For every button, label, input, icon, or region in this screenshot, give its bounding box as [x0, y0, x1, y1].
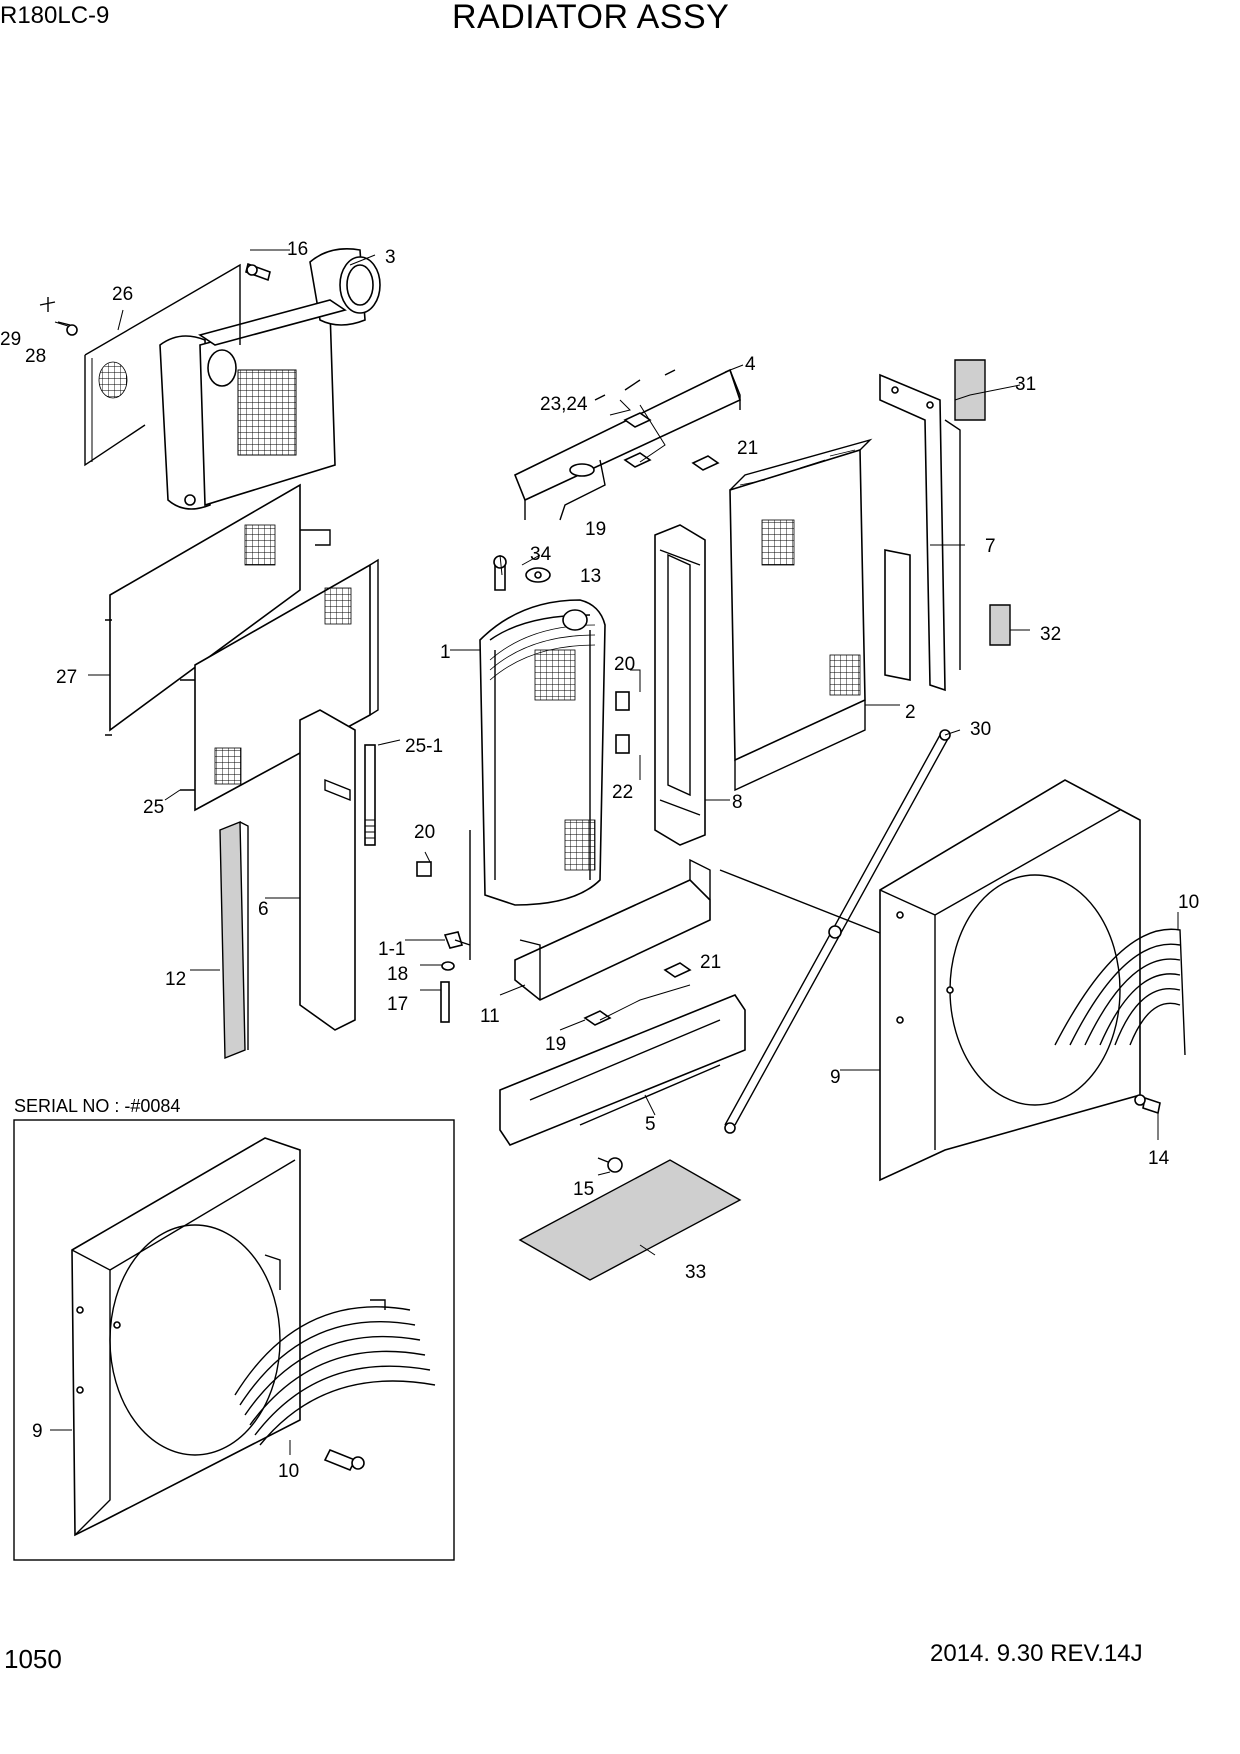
part-top-bracket-4 — [513, 368, 741, 521]
callout-27: 27 — [56, 667, 77, 688]
callout-19a: 19 — [585, 519, 606, 540]
part-fan-guard — [1054, 928, 1186, 1056]
cap-13 — [525, 567, 551, 583]
callout-32: 32 — [1040, 624, 1061, 645]
callout-14: 14 — [1148, 1148, 1170, 1169]
callout-20a: 20 — [614, 654, 635, 675]
part-tray-11 — [514, 858, 711, 1001]
callout-18: 18 — [387, 964, 408, 985]
callout-30: 30 — [970, 719, 991, 740]
callout-16: 16 — [287, 239, 308, 260]
page-title: RADIATOR ASSY — [452, 0, 730, 36]
bolt-34 — [493, 555, 507, 591]
callout-11: 11 — [480, 1006, 500, 1027]
callout-10: 10 — [1178, 892, 1199, 913]
callout-3: 3 — [385, 247, 396, 268]
model-name: R180LC-9 — [0, 2, 110, 29]
callout-20b: 20 — [414, 822, 435, 843]
callout-1: 1 — [440, 642, 451, 663]
callout-23-24: 23,24 — [540, 394, 588, 415]
part-bracket-7 — [879, 373, 961, 692]
callout-22: 22 — [612, 782, 633, 803]
part-plate-33 — [518, 1159, 742, 1281]
callout-2: 2 — [905, 702, 916, 723]
bolt-14 — [1134, 1094, 1161, 1115]
part-intercooler — [159, 248, 381, 510]
part-side-frame-8 — [654, 524, 706, 846]
page-number: 1050 — [4, 1644, 62, 1674]
part-bracket-6 — [299, 709, 356, 1031]
leader-lines — [54, 249, 1179, 1256]
callout-12: 12 — [165, 969, 186, 990]
callout-4: 4 — [745, 354, 756, 375]
callout-13: 13 — [580, 566, 601, 587]
pads-31-32 — [954, 359, 1011, 646]
inset-frame — [13, 1119, 455, 1561]
part-seal-12 — [219, 820, 249, 1060]
callout-26: 26 — [112, 284, 133, 305]
callout-8: 8 — [732, 792, 743, 813]
inset-callout-10: 10 — [278, 1461, 299, 1482]
callout-29: 29 — [0, 329, 21, 350]
callout-25: 25 — [143, 797, 164, 818]
callout-1-1: 1-1 — [378, 939, 405, 960]
fastener-28-29 — [39, 297, 78, 336]
callout-21b: 21 — [700, 952, 721, 973]
part-upper-screen — [84, 263, 241, 467]
callout-17: 17 — [387, 994, 408, 1015]
part-rod-25-1 — [364, 744, 376, 846]
part-radiator-core — [469, 599, 606, 960]
callout-labels: 29 28 26 16 3 4 23,24 21 31 19 7 34 13 3… — [0, 239, 1199, 1283]
pads-20-22 — [615, 691, 630, 754]
pads-19-21-bottom — [583, 962, 692, 1026]
callout-5: 5 — [645, 1114, 656, 1135]
callout-25-1: 25-1 — [405, 736, 443, 757]
callout-31: 31 — [1015, 374, 1036, 395]
callout-19b: 19 — [545, 1034, 566, 1055]
serial-number-label: SERIAL NO : -#0084 — [14, 1096, 180, 1116]
part-housing-2 — [729, 438, 873, 792]
callout-7: 7 — [985, 536, 996, 557]
pads-19-21-top — [623, 412, 720, 471]
bolt-15 — [597, 1157, 623, 1173]
revision-date: 2014. 9.30 REV.14J — [930, 1640, 1143, 1667]
part-side-screen-27 — [105, 483, 331, 736]
part-bottom-bracket-5 — [499, 994, 746, 1146]
small-parts-left — [416, 861, 471, 1023]
part-fan-shroud — [879, 779, 1141, 1182]
inset-callout-9: 9 — [32, 1421, 43, 1442]
inset-bolt — [323, 1448, 365, 1472]
callout-15: 15 — [573, 1179, 594, 1200]
inset-fan-shroud — [71, 1137, 301, 1537]
bolt-16 — [245, 262, 271, 282]
part-screen-25 — [180, 558, 379, 812]
inset-fan-guard — [234, 1299, 436, 1446]
callout-21a: 21 — [737, 438, 758, 459]
callout-34: 34 — [530, 544, 552, 565]
callout-9: 9 — [830, 1067, 841, 1088]
callout-33: 33 — [685, 1262, 706, 1283]
callout-28: 28 — [25, 346, 46, 367]
callout-6: 6 — [258, 899, 269, 920]
